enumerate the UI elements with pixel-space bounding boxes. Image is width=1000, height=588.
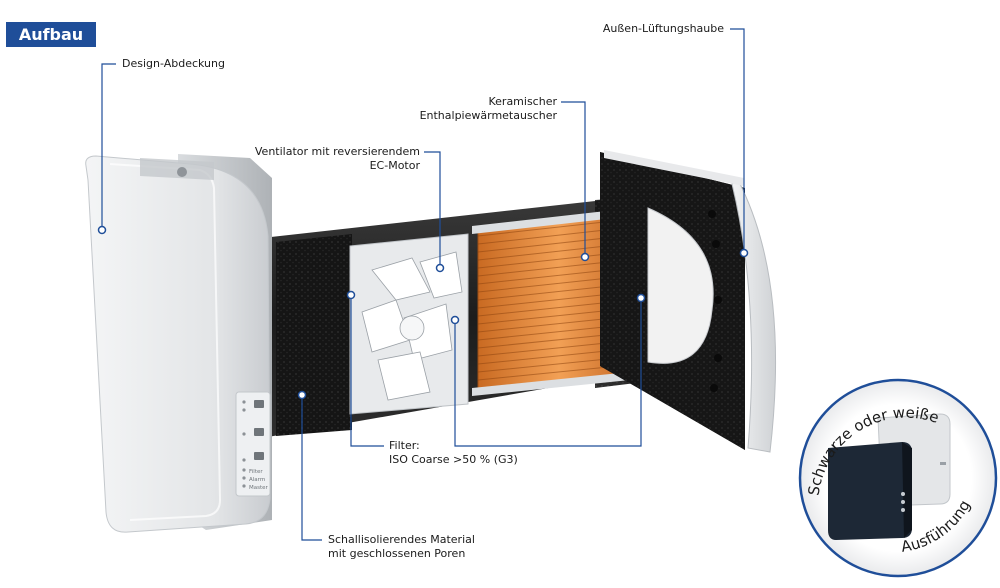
panel-label-master: Master <box>249 485 269 491</box>
control-panel-icons <box>254 400 264 460</box>
design-cover <box>85 155 271 533</box>
label-fan: Ventilator mit reversierendem EC-Motor <box>254 145 420 172</box>
label-heat-exchanger: Keramischer Enthalpiewärmetauscher <box>419 95 557 122</box>
label-filter: Filter: ISO Coarse >50 % (G3) <box>389 439 518 466</box>
hood-disc <box>647 207 714 364</box>
insulation-foam-front <box>276 234 352 436</box>
leader-lines <box>101 28 745 541</box>
panel-label-filter: Filter <box>249 469 263 475</box>
panel-label-alarm: Alarm <box>249 477 265 483</box>
leader-dots <box>97 225 749 400</box>
label-design-cover: Design-Abdeckung <box>122 57 225 70</box>
control-panel-dots <box>242 400 246 488</box>
fan-blades <box>361 251 463 401</box>
label-insulation: Schallisolierendes Material mit geschlos… <box>328 533 475 560</box>
variant-inset: Schwarze oder weiße Ausführung <box>798 378 998 578</box>
hood-bolts <box>708 210 722 392</box>
black-unit <box>828 442 912 540</box>
label-outer-hood: Außen-Lüftungshaube <box>602 22 724 35</box>
page-title: Aufbau <box>6 22 96 47</box>
